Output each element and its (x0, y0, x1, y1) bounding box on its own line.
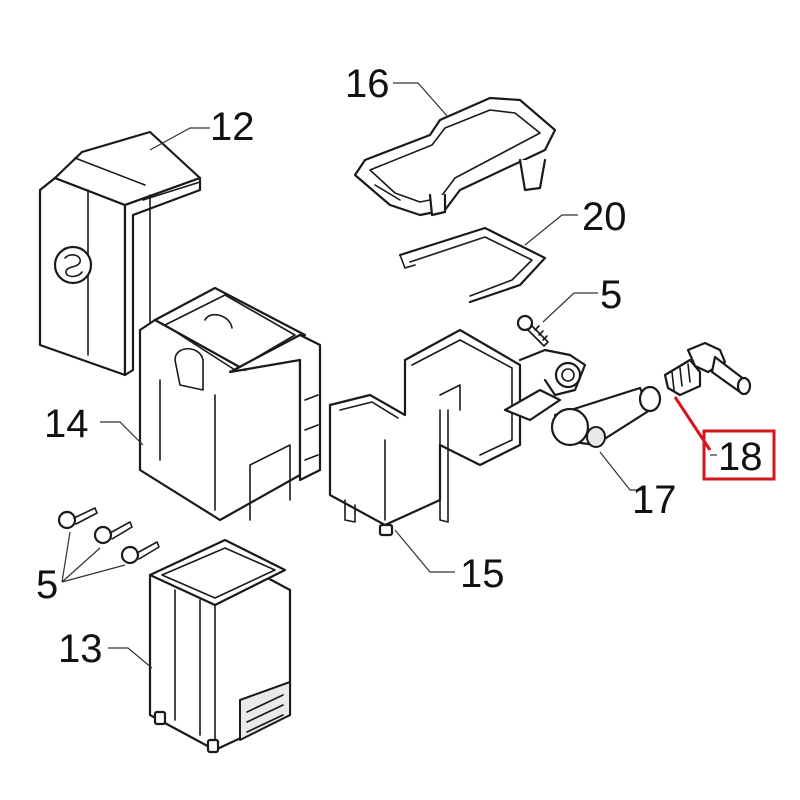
part-5-screw-right[interactable] (516, 314, 549, 347)
callout-label-18: 18 (718, 435, 763, 479)
callout-label-17: 17 (632, 478, 677, 522)
callout-20: 20 (524, 195, 627, 246)
callout-17: 17 (599, 451, 677, 522)
callout-label-16: 16 (345, 62, 390, 106)
callout-label-14: 14 (44, 402, 89, 446)
callout-13: 13 (58, 627, 153, 671)
screw-1 (57, 507, 98, 530)
part-13-base[interactable] (148, 538, 292, 754)
part-17-roller[interactable] (550, 385, 662, 448)
part-16-frame[interactable] (353, 96, 557, 217)
callout-12: 12 (149, 105, 255, 151)
callout-label-12: 12 (210, 105, 255, 149)
callout-15: 15 (394, 529, 505, 596)
callout-16: 16 (345, 62, 449, 118)
callout-label-13: 13 (58, 627, 103, 671)
callout-highlight-box-18 (702, 429, 776, 481)
part-5-screws-group-left[interactable] (57, 507, 160, 565)
part-14-housing[interactable] (138, 286, 322, 522)
callout-label-5-left: 5 (36, 563, 58, 607)
part-20-clip[interactable] (398, 226, 547, 304)
callout-5-left: 5 (36, 531, 126, 607)
callout-label-20: 20 (582, 195, 627, 239)
callout-label-5-right: 5 (600, 273, 622, 317)
callout-5-right: 5 (542, 273, 622, 323)
callout-18: 18 (673, 396, 776, 481)
callout-label-15: 15 (460, 552, 505, 596)
screw-3 (120, 541, 160, 565)
callout-14: 14 (44, 402, 144, 446)
part-15-tray[interactable] (328, 328, 587, 537)
part-18-elbow-fitting[interactable] (663, 341, 752, 397)
part-12-cover[interactable] (38, 130, 202, 377)
screw-2 (93, 521, 133, 545)
